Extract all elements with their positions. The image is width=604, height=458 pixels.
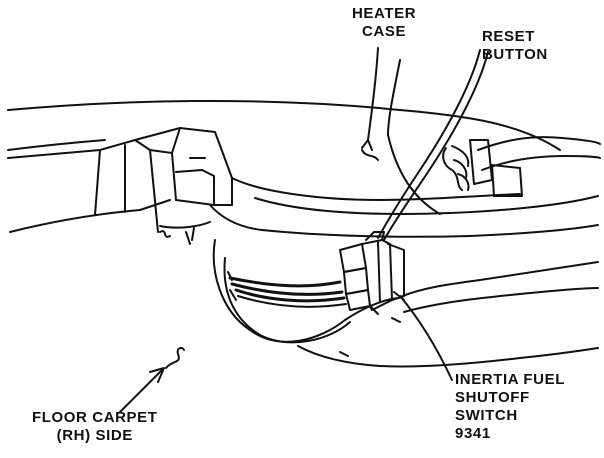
floor-carpet-label-line-1: FLOOR CARPET bbox=[32, 409, 158, 426]
duct-squiggle bbox=[159, 227, 195, 245]
dashboard-underside bbox=[7, 99, 599, 238]
inertia-switch-label-line-3: SWITCH bbox=[455, 407, 518, 424]
inertia-switch-label-line-2: SHUTOFF bbox=[455, 389, 530, 406]
switch-wire-bundle bbox=[228, 276, 347, 308]
inertia-switch-label-line-1: INERTIA FUEL bbox=[455, 371, 565, 388]
heater-case-label-line-1: HEATER bbox=[352, 5, 417, 22]
wiring-harness bbox=[442, 136, 601, 197]
inertia-switch-label: INERTIA FUEL SHUTOFF SWITCH 9341 bbox=[455, 371, 565, 443]
reset-button-label: RESET BUTTON bbox=[482, 28, 548, 64]
reset-button-label-line-1: RESET bbox=[482, 28, 536, 45]
floor-carpet-edge bbox=[212, 239, 599, 368]
leader-lines bbox=[119, 47, 489, 413]
floor-carpet-label: FLOOR CARPET (RH) SIDE bbox=[32, 409, 158, 445]
reset-button-label-line-2: BUTTON bbox=[482, 46, 548, 63]
heater-case bbox=[134, 59, 441, 233]
inertia-switch-body bbox=[339, 231, 405, 315]
floor-carpet-label-line-2: (RH) SIDE bbox=[56, 427, 133, 444]
inertia-switch-label-line-4: 9341 bbox=[455, 425, 491, 442]
heater-case-label: HEATER CASE bbox=[352, 5, 416, 41]
heater-case-label-line-2: CASE bbox=[362, 23, 407, 40]
